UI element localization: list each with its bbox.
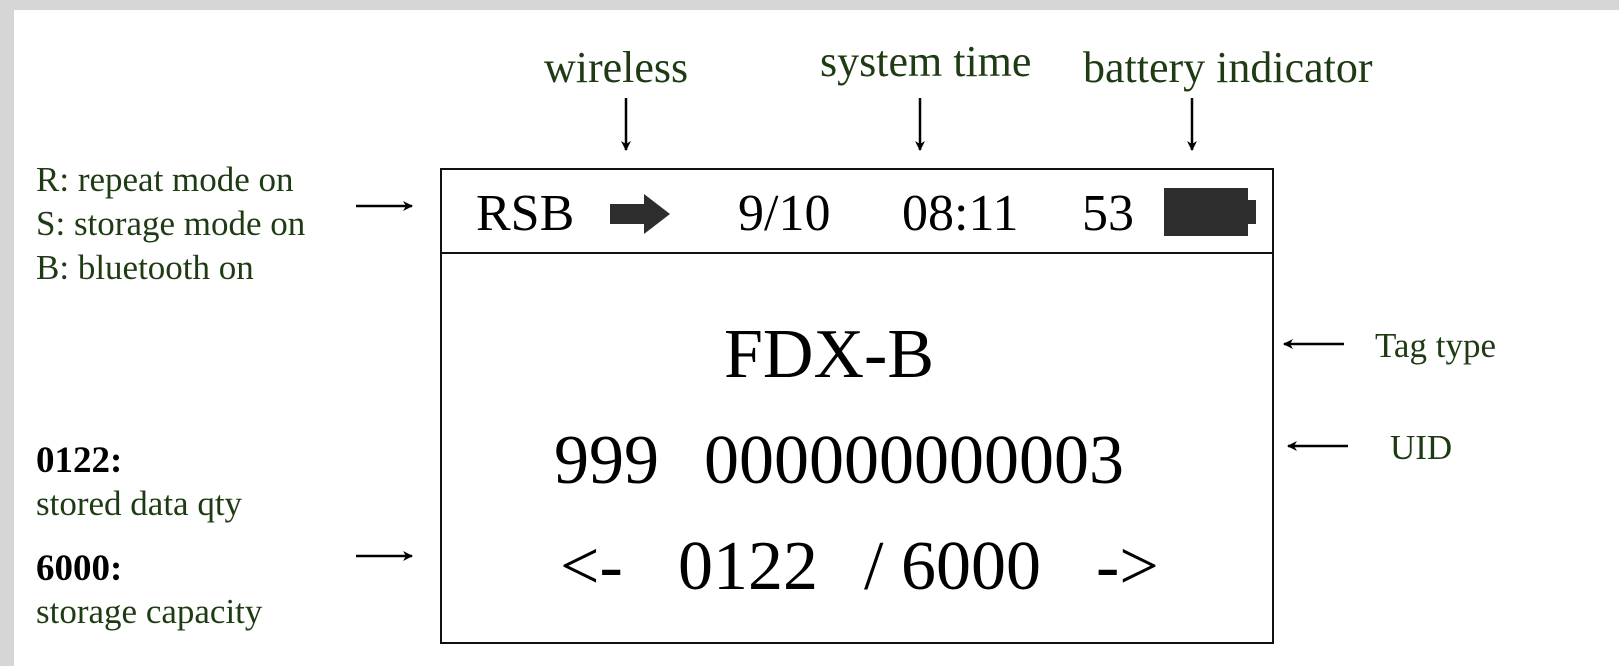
battery-indicator-label: battery indicator — [1083, 43, 1373, 92]
date-display: 9/10 — [738, 185, 831, 242]
uid-prefix-display: 999 — [554, 422, 659, 499]
nav-right-indicator: -> — [1096, 528, 1159, 605]
diagram-canvas: wireless system time battery indicator R… — [14, 10, 1619, 666]
repeat-mode-note: R: repeat mode on — [36, 160, 294, 199]
stored-count-desc: stored data qty — [36, 484, 243, 523]
storage-mode-note: S: storage mode on — [36, 204, 306, 243]
system-time-label: system time — [820, 37, 1032, 86]
time-display: 08:11 — [902, 185, 1019, 242]
tag-type-display: FDX-B — [724, 316, 935, 393]
mode-flags: RSB — [476, 185, 575, 242]
uid-label: UID — [1390, 428, 1453, 467]
bluetooth-note: B: bluetooth on — [36, 248, 254, 287]
uid-number-display: 000000000003 — [704, 422, 1124, 499]
capacity-display: / 6000 — [864, 528, 1041, 605]
lcd-status-bar: RSB 9/10 08:11 53 — [442, 170, 1272, 254]
battery-tip — [1248, 200, 1256, 224]
battery-full-icon — [1164, 188, 1248, 236]
annotation-arrows — [356, 98, 1348, 561]
arrow-right-icon — [610, 194, 670, 234]
capacity-number: 6000: — [36, 548, 123, 589]
capacity-desc: storage capacity — [36, 592, 263, 631]
wireless-label: wireless — [544, 43, 689, 92]
lcd-screen: RSB 9/10 08:11 53 FDX-B 999 000000000003… — [440, 168, 1274, 644]
tag-type-label: Tag type — [1375, 326, 1496, 365]
nav-left-indicator: <- — [560, 528, 623, 605]
battery-value: 53 — [1082, 185, 1134, 242]
count-display: 0122 — [678, 528, 818, 605]
stored-count-number: 0122: — [36, 440, 123, 481]
